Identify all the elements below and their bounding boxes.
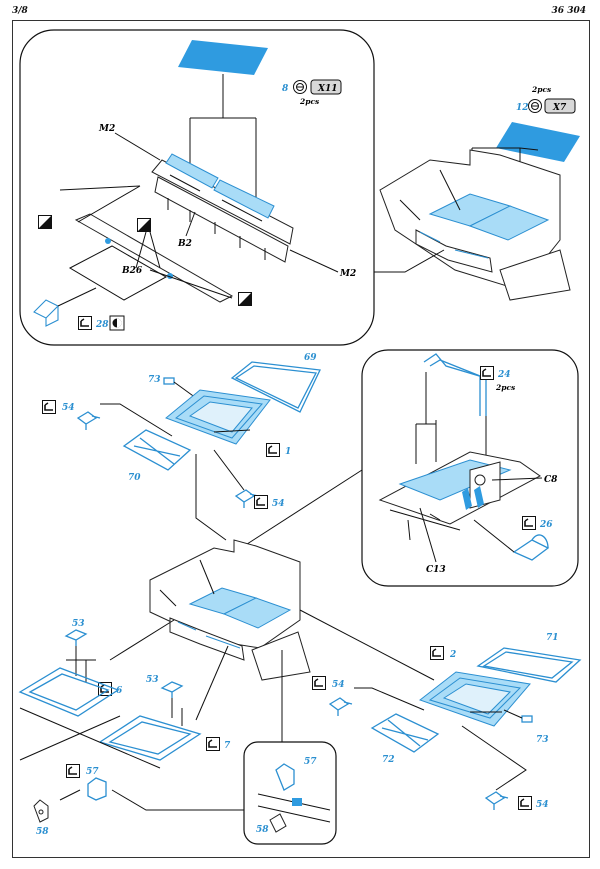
part-73-number: 73: [536, 735, 549, 745]
etch-part-54: [328, 697, 353, 716]
check-bend-icon: [480, 366, 494, 380]
part-7-number: 7: [224, 741, 231, 751]
rail-assembly: [151, 153, 294, 263]
part-12-qty: 2pcs: [531, 85, 552, 94]
round-bend-icon: [109, 315, 125, 331]
check-bend-icon: [518, 796, 532, 810]
etch-part-26: [512, 534, 550, 561]
part-58: [33, 799, 49, 823]
etch-part-8: [178, 40, 268, 75]
part-70-number: 70: [128, 473, 141, 483]
part-26-number: 26: [539, 520, 553, 530]
label-c13: C13: [426, 565, 446, 575]
hull-section-center: [149, 539, 311, 681]
part-2-number: 2: [449, 650, 456, 660]
check-bend-icon: [312, 676, 326, 690]
part-1-number: 1: [285, 447, 291, 457]
half-fill-icon: [238, 292, 252, 306]
part-28-number: 28: [95, 320, 109, 330]
etch-part-54: [76, 411, 101, 430]
part-58-number: 58: [36, 827, 49, 837]
part-54-number: 54: [536, 800, 549, 810]
part-72-number: 72: [382, 755, 395, 765]
etch-part-7: [98, 715, 202, 761]
x11-badge: X11: [310, 79, 342, 95]
label-b2: B2: [177, 239, 192, 249]
part-12-number: 12: [516, 103, 529, 113]
etch-part-71: [476, 647, 582, 683]
page-frame: [12, 20, 590, 858]
etch-part-12: [496, 122, 580, 162]
etch-part-2: [418, 671, 531, 727]
check-bend-icon: [78, 316, 92, 330]
svg-text:X11: X11: [317, 84, 338, 94]
etch-part-54: [484, 791, 509, 810]
inset-structure: [257, 763, 331, 833]
part-54-number: 54: [62, 403, 75, 413]
half-fill-icon: [38, 215, 52, 229]
check-bend-icon: [430, 646, 444, 660]
part-73-number: 73: [148, 375, 161, 385]
svg-text:X7: X7: [552, 103, 567, 113]
label-b26: B26: [121, 266, 143, 276]
check-bend-icon: [42, 400, 56, 414]
label-m2-bottom: M2: [339, 269, 356, 279]
check-bend-icon: [254, 495, 268, 509]
check-bend-icon: [66, 764, 80, 778]
etch-part-6: [18, 667, 120, 717]
label-m2-top: M2: [98, 124, 115, 134]
circle-material-icon: [293, 80, 307, 94]
etch-part-24: [423, 353, 487, 416]
page-number: 3/8: [12, 6, 28, 16]
check-bend-icon: [266, 443, 280, 457]
part-54-number: 54: [332, 680, 345, 690]
etch-part-72: [370, 713, 440, 753]
etch-part-1: [165, 389, 271, 445]
hull-section-right: [379, 149, 571, 301]
part-6-number: 6: [116, 686, 123, 696]
part-53-number: 53: [72, 619, 85, 629]
part-54-number: 54: [272, 499, 285, 509]
part-71-number: 71: [546, 633, 559, 643]
lower-strip: [74, 213, 234, 303]
part-8-qty: 2pcs: [299, 97, 320, 106]
part-24-number: 24: [497, 370, 511, 380]
part-57-number: 57: [304, 757, 317, 767]
etch-part-70: [122, 429, 192, 471]
check-bend-icon: [206, 737, 220, 751]
part-69-number: 69: [304, 353, 317, 363]
part-58-number: 58: [256, 825, 269, 835]
part-8-number: 8: [282, 84, 289, 94]
side-detail-structure: [378, 451, 541, 541]
etch-part-69: [230, 361, 321, 413]
etch-part-73: [521, 715, 533, 723]
etch-part-53: [160, 681, 184, 698]
kit-code: 36 304: [551, 6, 586, 16]
part-24-qty: 2pcs: [495, 383, 516, 392]
part-57-number: 57: [86, 767, 99, 777]
half-fill-icon: [137, 218, 151, 232]
label-c8: C8: [544, 475, 558, 485]
x7-badge: X7: [544, 98, 576, 114]
etch-part-53: [64, 629, 88, 646]
circle-material-icon: [528, 99, 542, 113]
check-bend-icon: [522, 516, 536, 530]
etch-part-73: [163, 377, 175, 385]
part-53-number: 53: [146, 675, 159, 685]
etch-part-57: [87, 777, 107, 801]
